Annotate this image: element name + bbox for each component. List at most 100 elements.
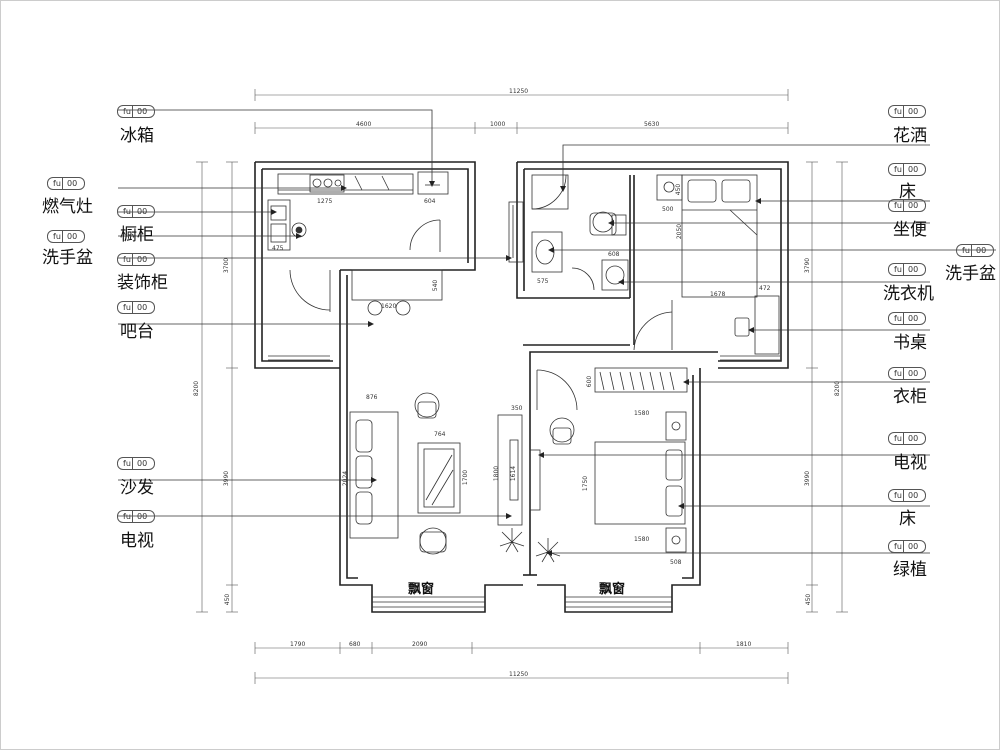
tag-code: fu: [894, 165, 902, 174]
tag-num: 00: [908, 165, 919, 174]
dim-tv-len: 1800: [493, 465, 501, 482]
tag-code: fu: [53, 179, 61, 188]
dim-right-win: 450: [805, 593, 813, 606]
label-sofa: 沙发: [120, 478, 154, 498]
dim-bottom-3: 2090: [412, 641, 428, 648]
dim-top-right: 5630: [644, 121, 660, 128]
dim-living-tv-unit: 1614: [510, 465, 518, 482]
dim-top-left: 4600: [356, 121, 372, 128]
tag-num: 00: [908, 314, 919, 323]
label-basin-left: 洗手盆: [42, 248, 93, 268]
tag-num: 00: [908, 491, 919, 500]
tag-cabinet: fu 00: [117, 205, 155, 218]
tag-washer: fu 00: [888, 263, 926, 276]
tag-code: fu: [894, 265, 902, 274]
tag-code: fu: [894, 434, 902, 443]
tag-num: 00: [137, 512, 148, 521]
kitchen: [267, 171, 449, 312]
tag-code: fu: [894, 314, 902, 323]
tv-cabinet-living: [497, 414, 523, 526]
walls: [254, 161, 789, 613]
dim-bar-depth: 540: [432, 279, 440, 292]
tag-num: 00: [137, 459, 148, 468]
label-stove: 燃气灶: [42, 197, 93, 217]
dim-left-total: 8200: [193, 380, 201, 397]
dim-nightstand: 508: [670, 559, 682, 566]
bathroom: [531, 174, 629, 291]
tag-sofa: fu 00: [117, 457, 155, 470]
label-tv-right: 电视: [893, 453, 927, 473]
dim-table-h: 1700: [462, 469, 470, 486]
tag-num: 00: [67, 232, 78, 241]
small-windows: [268, 201, 780, 361]
tag-code: fu: [123, 303, 131, 312]
tag-basin-left: fu 00: [47, 230, 85, 243]
tag-code: fu: [123, 107, 131, 116]
dim-bottom-4: 1810: [736, 641, 752, 648]
coffee-table: [417, 442, 461, 514]
dim-sofa-len: 2024: [342, 470, 350, 487]
tag-num: 00: [137, 207, 148, 216]
bedroom-top: [633, 174, 780, 355]
tag-code: fu: [894, 201, 902, 210]
tag-code: fu: [53, 232, 61, 241]
dim-bed-top-l: 1678: [710, 291, 726, 298]
tag-bar: fu 00: [117, 301, 155, 314]
tag-bed-top: fu 00: [888, 163, 926, 176]
bedroom-bottom: [529, 367, 688, 563]
dim-desk-w: 472: [759, 285, 771, 292]
label-plant: 绿植: [893, 560, 927, 580]
label-washer: 洗衣机: [883, 284, 934, 304]
plant-living: [499, 528, 525, 553]
tag-code: fu: [894, 542, 902, 551]
bay-window-living-label: 飘窗: [408, 582, 435, 597]
dim-right-total: 8200: [834, 380, 842, 397]
tag-num: 00: [908, 434, 919, 443]
tag-stove: fu 00: [47, 177, 85, 190]
tag-num: 00: [976, 246, 987, 255]
dim-washer-w: 608: [608, 251, 620, 258]
dim-bed-top-h: 2050: [676, 223, 684, 240]
tag-num: 00: [137, 255, 148, 264]
bar-counter: [351, 269, 443, 316]
bay-window-living: [372, 596, 485, 608]
tag-code: fu: [123, 207, 131, 216]
leader-arrows: [271, 181, 761, 556]
label-fridge: 冰箱: [120, 126, 154, 146]
tag-tv-right: fu 00: [888, 432, 926, 445]
dim-bar-width: 1620: [381, 303, 397, 310]
dim-total-top: 11250: [509, 88, 529, 95]
dim-bottom-2: 680: [349, 641, 361, 648]
armchairs: [414, 392, 447, 555]
label-tv-left: 电视: [120, 531, 154, 551]
dim-kitchen-sink: 475: [272, 245, 284, 252]
dim-wardrobe-d: 600: [586, 375, 594, 388]
label-cabinet: 橱柜: [120, 225, 154, 245]
tag-num: 00: [908, 107, 919, 116]
tag-num: 00: [137, 303, 148, 312]
tag-code: fu: [123, 459, 131, 468]
dim-bath-top: 450: [675, 183, 683, 196]
bay-window-bedroom-label: 飘窗: [599, 582, 626, 597]
dim-right-lower: 3990: [804, 470, 812, 487]
tag-num: 00: [908, 265, 919, 274]
dim-left-win: 450: [224, 593, 232, 606]
tag-code: fu: [894, 107, 902, 116]
tag-num: 00: [67, 179, 78, 188]
dimension-lines: [196, 89, 848, 684]
label-desk: 书桌: [893, 333, 927, 353]
dim-bottom-1: 1790: [290, 641, 306, 648]
dim-kitchen-door: 604: [424, 198, 436, 205]
dim-top-mid: 1000: [490, 121, 506, 128]
bay-window-bedroom: [565, 596, 672, 608]
leader-lines: [118, 109, 996, 554]
